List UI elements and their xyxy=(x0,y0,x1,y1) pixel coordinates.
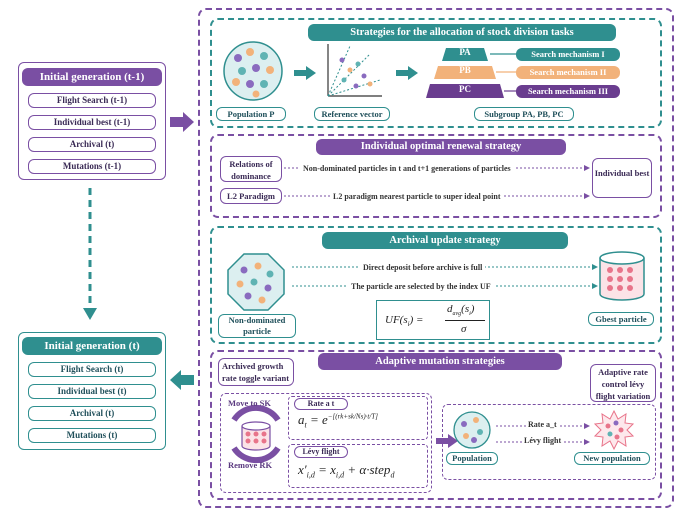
left-bottom-title: Initial generation (t) xyxy=(22,337,162,355)
uf-num-sub: avg xyxy=(452,311,462,318)
strategies-frame xyxy=(198,8,674,508)
arrow-to-subgroup-icon xyxy=(396,66,418,80)
tier-connectors xyxy=(490,53,516,92)
rate-arrow-label: Rate a_t xyxy=(526,420,559,429)
levy-label: Lévy flight xyxy=(294,446,348,458)
non-dominated-label: Non-dominated particle xyxy=(218,314,296,338)
left-top-item-mutations: Mutations (t-1) xyxy=(28,159,156,174)
section-mutation xyxy=(210,350,662,500)
uf-num: d xyxy=(447,303,453,315)
population-p-cluster xyxy=(223,41,283,101)
uf-den: σ xyxy=(461,323,467,335)
uf-formula: UF(si) = davg(si) σ xyxy=(376,300,490,340)
row1-text: Non-dominated particles in t and t+1 gen… xyxy=(300,164,514,173)
gbest-label: Gbest particle xyxy=(588,312,654,326)
uf-lhs: UF(s xyxy=(385,314,408,326)
reference-vector-plot xyxy=(327,44,382,97)
adaptive-rate-heading: Adaptive rate control lévy flight variat… xyxy=(590,364,656,402)
tier-pa-name: PA xyxy=(459,47,471,57)
arrow-to-reference-icon xyxy=(294,66,316,80)
tier-pc-name: PC xyxy=(459,84,471,94)
l2-paradigm-label: L2 Paradigm xyxy=(220,188,282,204)
right-arrow-icon xyxy=(170,112,194,132)
section-mutation-title: Adaptive mutation strategies xyxy=(318,353,562,370)
new-population-label: New population xyxy=(574,452,650,465)
uf-lhs-sub: i xyxy=(407,320,410,329)
levy-arrow-label: Lévy flight xyxy=(522,436,564,445)
new-population-burst xyxy=(594,410,634,450)
archive-cycle-icon xyxy=(231,404,281,464)
subgroup-label: Subgroup PA, PB, PC xyxy=(474,107,574,121)
left-bottom-item-archival: Archival (t) xyxy=(28,406,156,421)
tier-pb-name: PB xyxy=(459,65,471,75)
left-top-item-best: Individual best (t-1) xyxy=(28,115,156,130)
section-allocation-title: Strategies for the allocation of stock d… xyxy=(308,24,616,41)
gbest-cylinder xyxy=(599,251,645,301)
left-top-item-archival: Archival (t) xyxy=(28,137,156,152)
population-p-label: Population P xyxy=(216,107,286,121)
section-archival xyxy=(210,226,662,344)
left-bottom-item-mutations: Mutations (t) xyxy=(28,428,156,443)
rate-formula: at = e−[(rk+sk/Ns)·t/T] xyxy=(298,412,378,430)
individual-best-box: Individual best xyxy=(592,158,652,198)
reference-vector-label: Reference vector xyxy=(314,107,390,121)
left-top-item-flight: Flight Search (t-1) xyxy=(28,93,156,108)
mutation-right-group xyxy=(442,404,656,480)
left-arrow-icon xyxy=(170,370,194,390)
section-archival-title: Archival update strategy xyxy=(322,232,568,249)
row2-text: L2 paradigm nearest particle to super id… xyxy=(330,192,504,201)
dominance-label: Relations of dominance xyxy=(220,156,282,182)
non-dominated-octagon xyxy=(227,253,285,311)
remove-rk-label: Remove RK xyxy=(228,460,273,470)
levy-formula: x′i,d = xi,d + α·stepd xyxy=(298,462,395,480)
mutation-left-group xyxy=(220,393,432,493)
left-top-title: Initial generation (t-1) xyxy=(22,68,162,86)
mutation-arrow-icon xyxy=(436,434,458,448)
move-to-sk-label: Move to SK xyxy=(228,398,271,408)
section-renewal-title: Individual optimal renewal strategy xyxy=(316,139,566,155)
population-cluster xyxy=(453,411,491,449)
archival-text2: The particle are selected by the index U… xyxy=(348,282,494,291)
mechanism-iii: Search mechanism III xyxy=(516,85,620,98)
subgroup-tiers xyxy=(426,48,504,98)
rate-label: Rate a t xyxy=(294,398,348,410)
archival-text1: Direct deposit before archive is full xyxy=(360,263,486,272)
down-dashed-arrow xyxy=(83,188,97,320)
section-allocation xyxy=(210,18,662,128)
section-renewal xyxy=(210,134,662,218)
mechanism-ii: Search mechanism II xyxy=(516,66,620,79)
mechanism-i: Search mechanism I xyxy=(516,48,620,61)
left-bottom-item-best: Individual best (t) xyxy=(28,384,156,399)
archived-growth-heading: Archived growth rate toggle variant xyxy=(218,358,294,386)
population-label: Population xyxy=(446,452,498,465)
left-bottom-item-flight: Flight Search (t) xyxy=(28,362,156,377)
